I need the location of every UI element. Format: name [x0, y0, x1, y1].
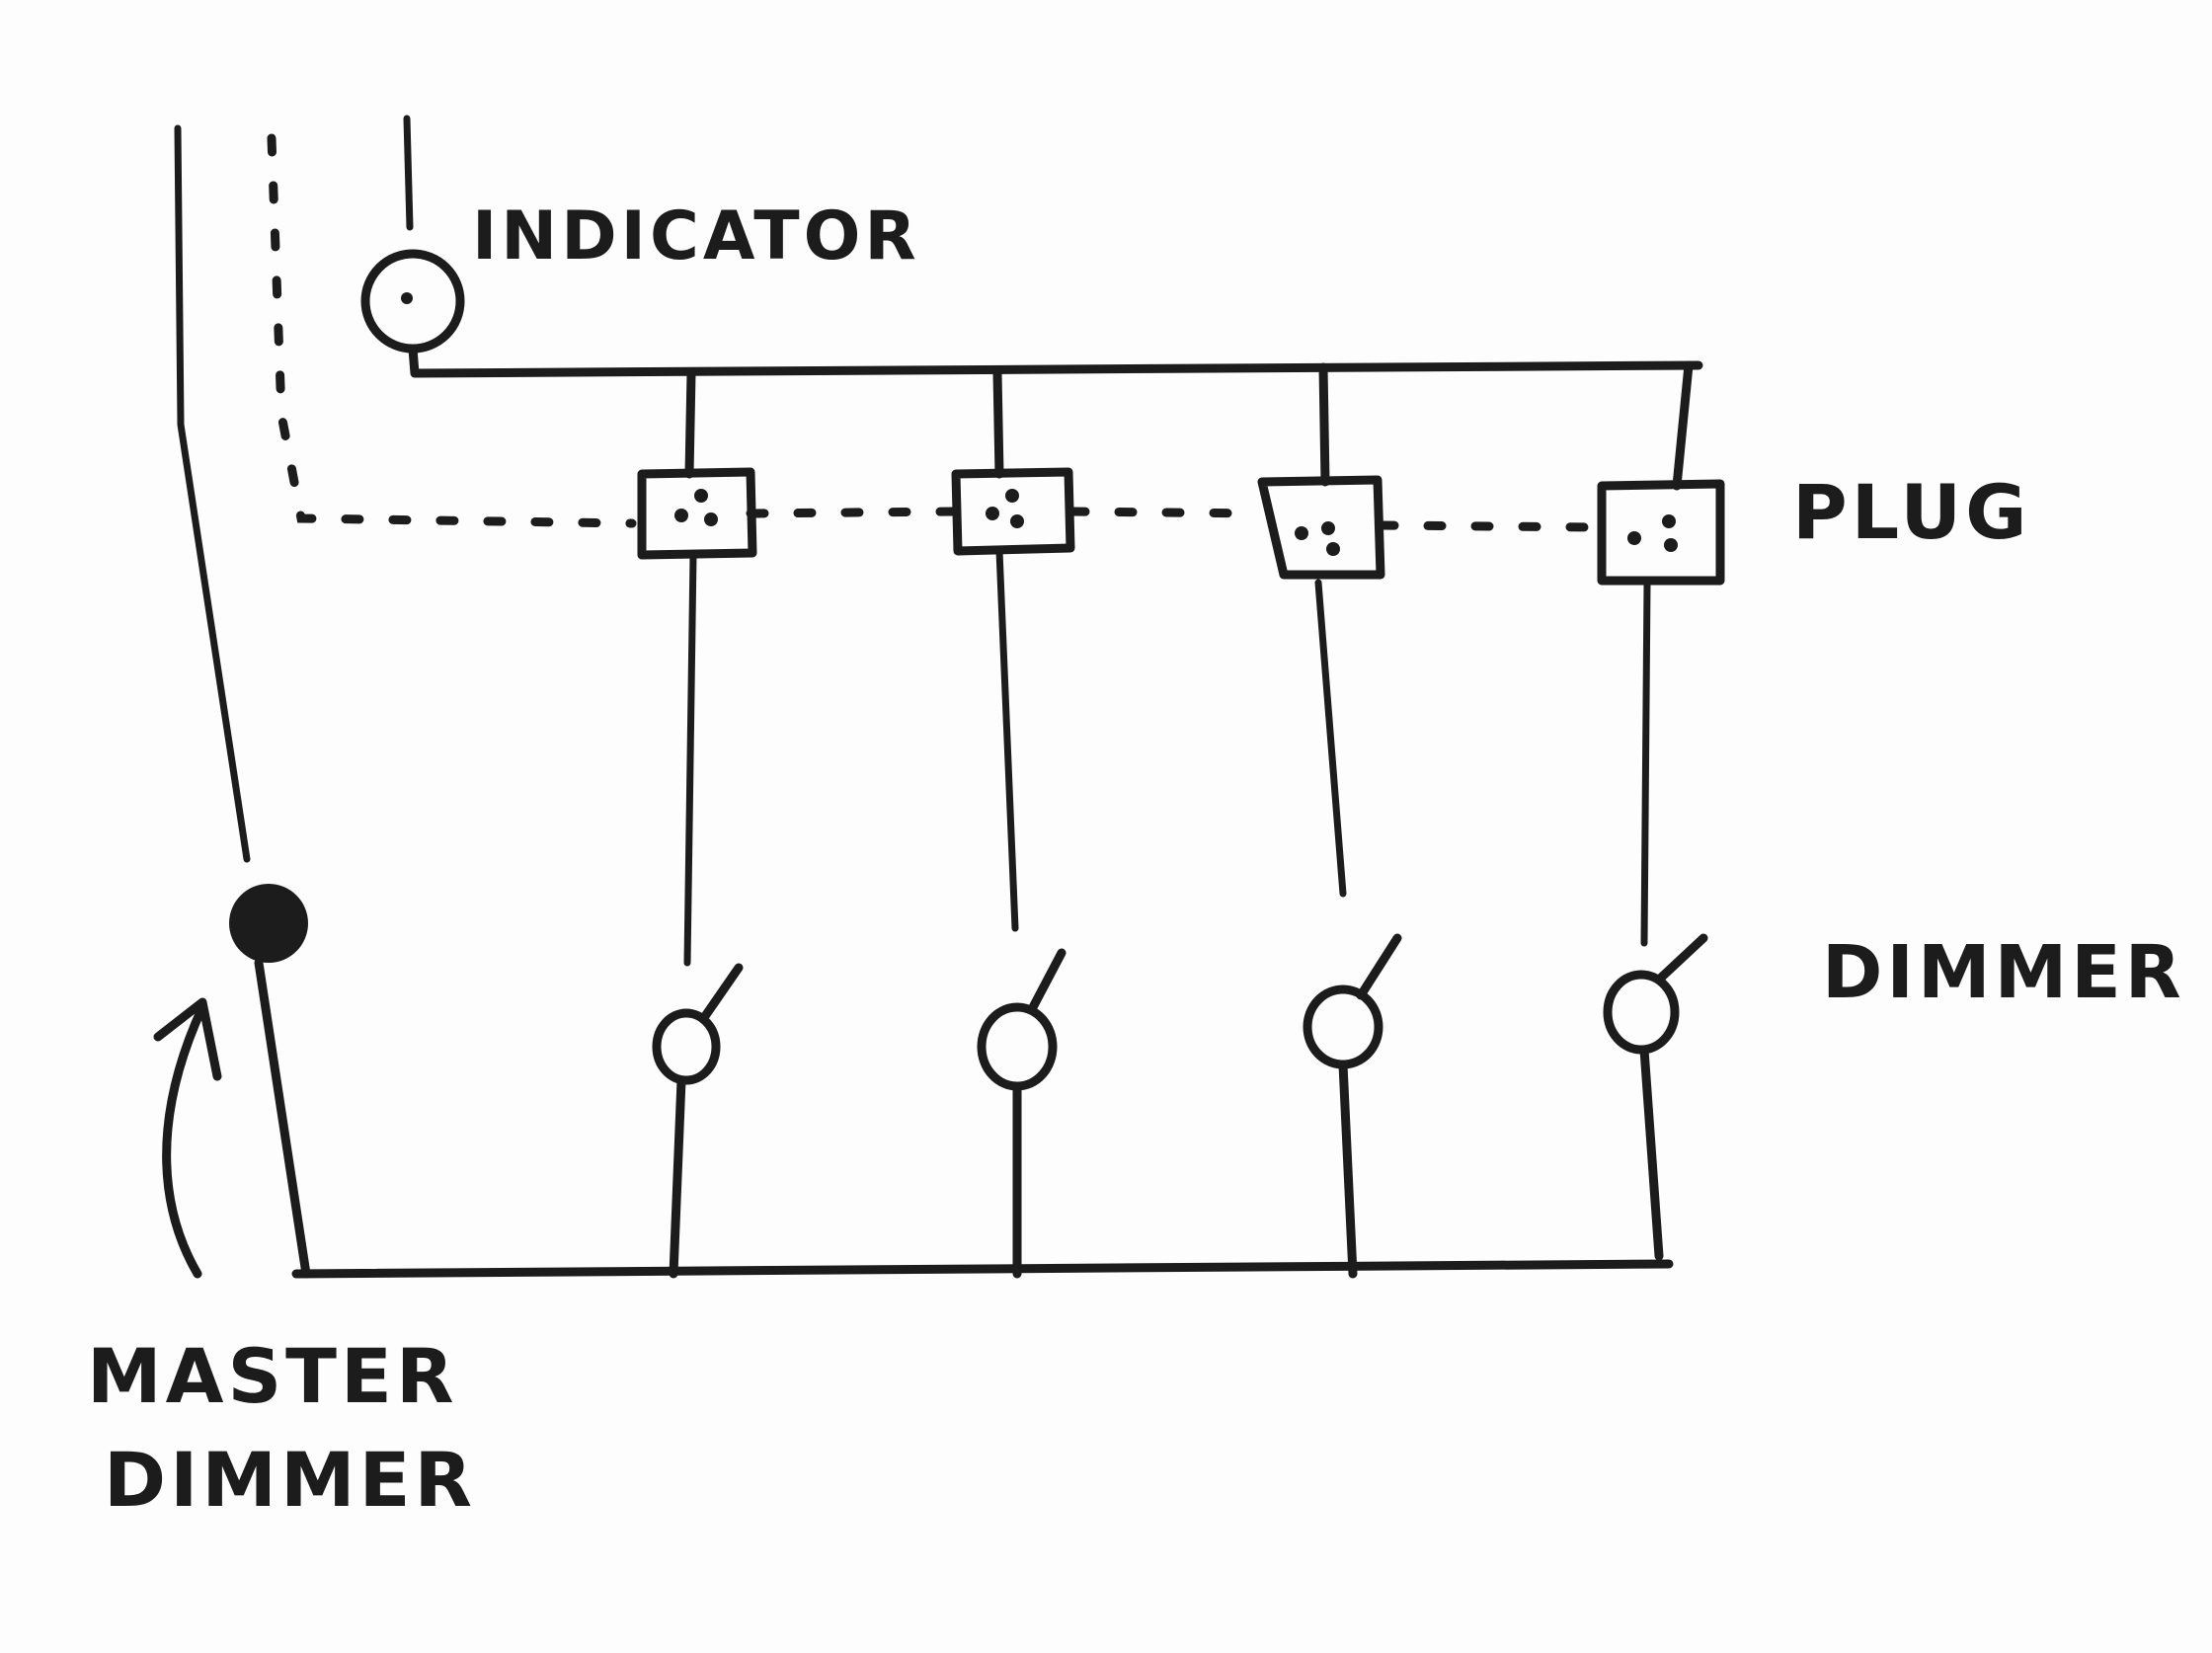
indicator-label: INDICATOR — [472, 197, 920, 276]
dimmer-switch-icon — [1603, 933, 1708, 1055]
dimmer-label: DIMMER — [1822, 930, 2185, 1015]
master-arrow-head-icon — [153, 997, 222, 1081]
bottom-bus-wire — [291, 1259, 1674, 1279]
plug-socket-icon — [1257, 475, 1385, 580]
dimmer-feed-1 — [683, 551, 697, 967]
indicator-lamp-icon — [360, 249, 465, 354]
dimmer-switch-icon — [977, 948, 1066, 1091]
indicator-bus-wire — [408, 344, 1703, 378]
master-dimmer-wire — [254, 958, 311, 1279]
master-neutral-dashed-wire — [267, 133, 637, 528]
dimmer-switch-icon — [652, 963, 744, 1085]
master-label-line-1: MASTER — [87, 1332, 457, 1420]
dimmer-feed-2 — [995, 547, 1019, 932]
master-label-line-2: DIMMER — [104, 1436, 476, 1524]
dimmer-feed-3 — [1314, 579, 1347, 898]
master-dimmer-knob-icon — [229, 884, 308, 963]
dimmer-feed-4 — [1640, 579, 1651, 947]
bus-drop-4 — [1639, 1045, 1664, 1261]
plug-feed-4 — [1672, 360, 1694, 491]
master-supply-wire — [174, 124, 251, 863]
master-arrow-shaft — [162, 1002, 207, 1279]
dimmer-switch-icon — [1303, 933, 1402, 1069]
plug-link-dashed-wire — [746, 507, 1605, 532]
plug-feed-2 — [992, 368, 1004, 479]
plug-feed-3 — [1318, 362, 1330, 487]
plug-feed-1 — [684, 368, 696, 479]
plug-label: PLUG — [1792, 468, 2031, 556]
bus-drop-1 — [669, 1075, 686, 1279]
plug-socket-icon — [951, 467, 1075, 556]
bus-drop-3 — [1338, 1060, 1358, 1279]
plug-socket-icon — [637, 467, 757, 560]
indicator-lamp-center — [401, 292, 413, 304]
indicator-feed-wire — [403, 115, 414, 231]
plug-socket-icon — [1597, 479, 1725, 586]
